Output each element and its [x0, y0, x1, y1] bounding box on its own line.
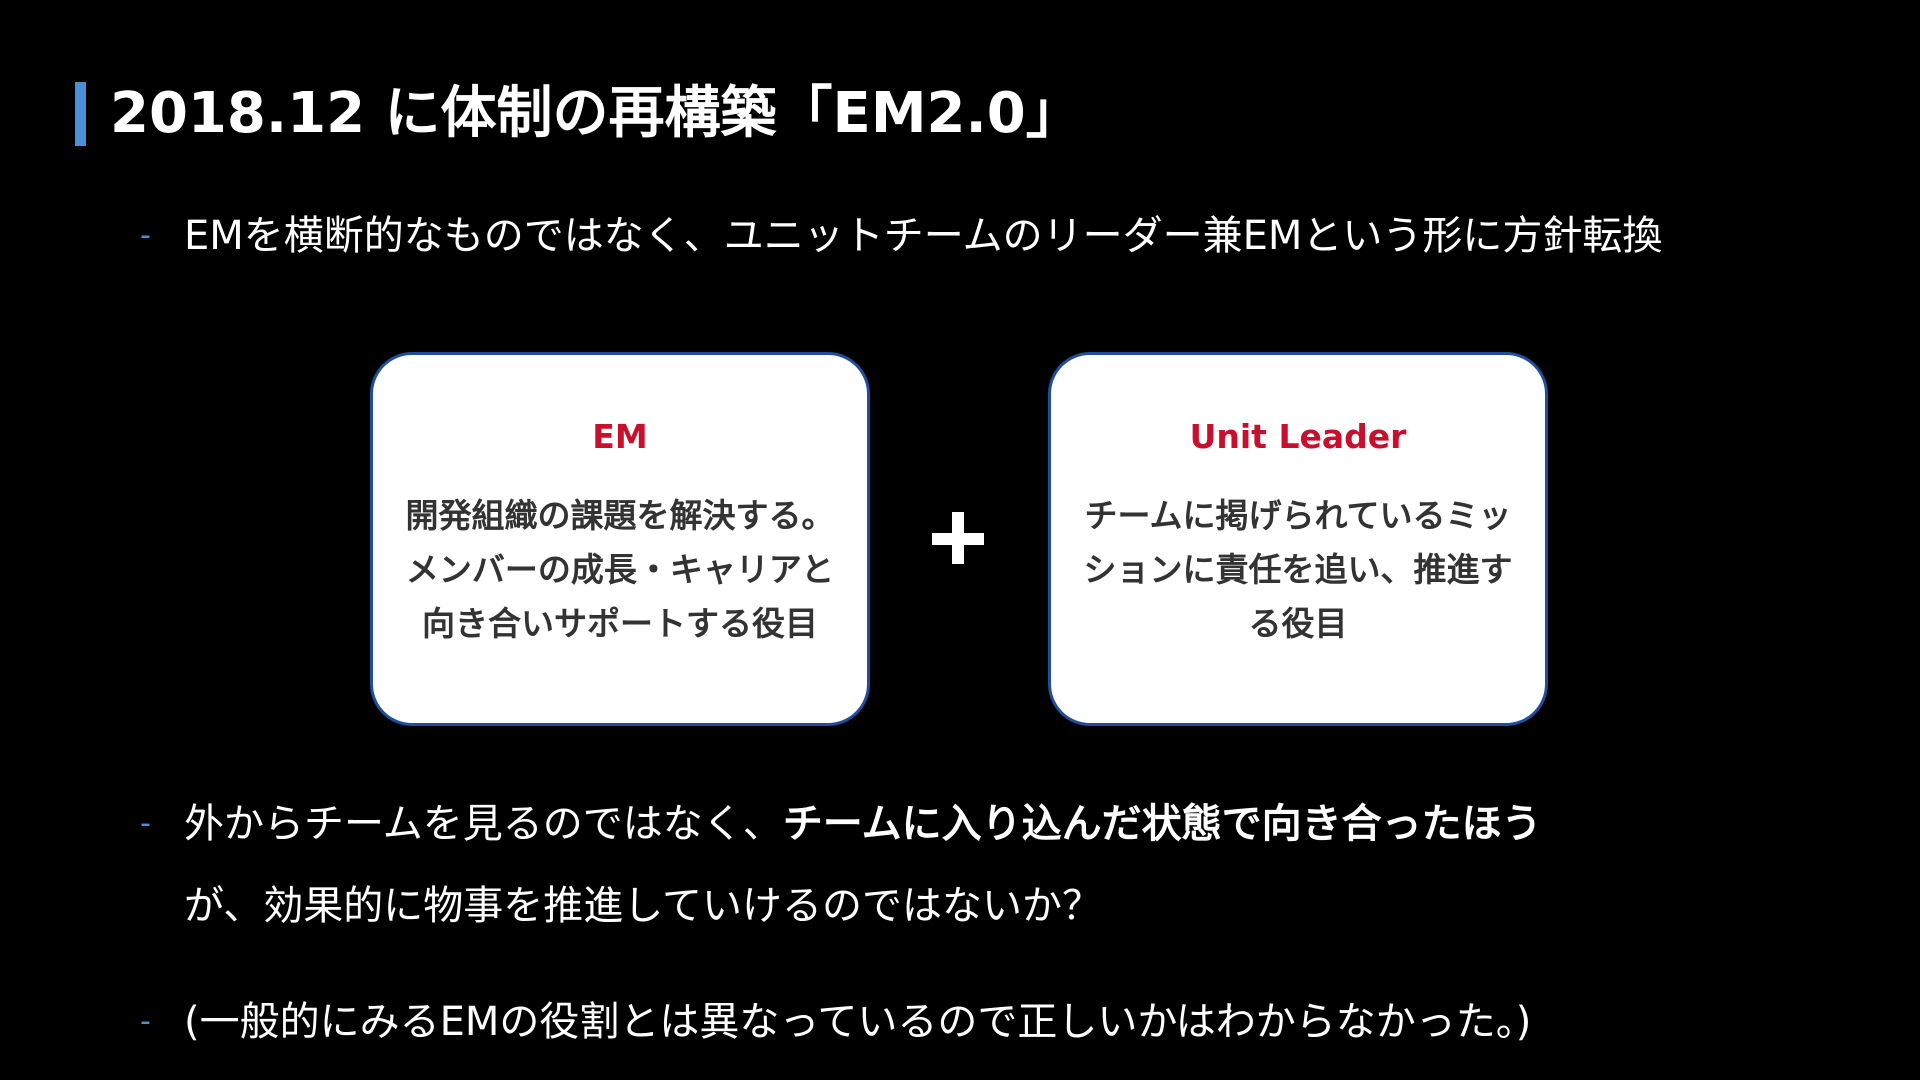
- unit-leader-card-line-3: る役目: [1248, 604, 1348, 643]
- bullet-dash: -: [140, 218, 151, 253]
- em-card: EM 開発組織の課題を解決する。 メンバーの成長・キャリアと 向き合いサポートす…: [370, 352, 870, 726]
- em-card-line-2: メンバーの成長・キャリアと: [405, 550, 835, 589]
- title-accent-bar: [75, 82, 86, 146]
- bullet-2-text-bold: チームに入り込んだ状態で向き合ったほう: [782, 801, 1542, 847]
- plus-icon: [922, 502, 994, 574]
- em-card-line-3: 向き合いサポートする役目: [422, 604, 818, 643]
- em-card-line-1: 開発組織の課題を解決する。: [405, 496, 835, 535]
- unit-leader-card-line-1: チームに掲げられているミッ: [1084, 496, 1512, 535]
- unit-leader-card-body: チームに掲げられているミッ ションに責任を追い、推進す る役目: [1065, 489, 1531, 651]
- bullet-2-text: 外からチームを見るのではなく、チームに入り込んだ状態で向き合ったほう: [184, 796, 1542, 852]
- bullet-2-text-regular: 外からチームを見るのではなく、: [184, 801, 783, 847]
- unit-leader-card-line-2: ションに責任を追い、推進す: [1083, 550, 1513, 589]
- bullet-2-text-line2: が、効果的に物事を推進していけるのではないか？: [184, 883, 1102, 929]
- unit-leader-card-title: Unit Leader: [1189, 417, 1407, 456]
- slide-title: 2018.12 に体制の再構築「EM2.0」: [110, 81, 1082, 146]
- bullet-1-text: EMを横断的なものではなく、ユニットチームのリーダー兼EMという形に方針転換: [184, 213, 1663, 259]
- unit-leader-card: Unit Leader チームに掲げられているミッ ションに責任を追い、推進す …: [1048, 352, 1548, 726]
- bullet-dash: -: [140, 806, 151, 841]
- bullet-3-text: (一般的にみるEMの役割とは異なっているので正しいかはわからなかった。): [184, 999, 1532, 1045]
- em-card-title: EM: [592, 417, 648, 456]
- em-card-body: 開発組織の課題を解決する。 メンバーの成長・キャリアと 向き合いサポートする役目: [387, 489, 853, 651]
- bullet-dash: -: [140, 1004, 151, 1039]
